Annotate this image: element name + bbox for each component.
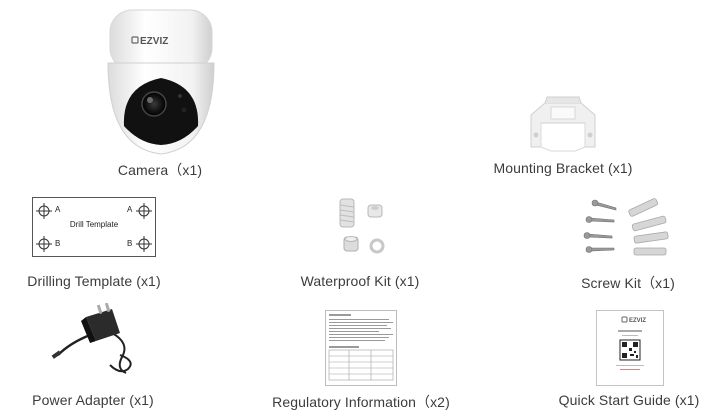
waterproof-kit-image: [332, 195, 392, 257]
template-title: Drill Template: [69, 220, 119, 229]
power-adapter-image: [50, 303, 140, 379]
screw-kit-caption: Screw Kit（x1): [581, 275, 675, 291]
power-adapter-caption: Power Adapter (x1): [32, 392, 154, 408]
corner-label-b-left: B: [55, 239, 61, 248]
drilling-template-caption: Drilling Template (x1): [27, 273, 161, 289]
bracket-caption: Mounting Bracket (x1): [493, 160, 633, 176]
guide-ezviz-logo: EZVIZ: [629, 318, 646, 324]
quick-start-caption: Quick Start Guide (x1): [558, 392, 700, 408]
corner-label-b-right: B: [127, 239, 133, 248]
screw-kit-image: [582, 190, 674, 262]
regulatory-caption: Regulatory Information（x2): [272, 394, 450, 410]
ptz-camera-image: EZVIZ: [102, 8, 220, 156]
mounting-bracket-image: [525, 95, 601, 153]
ezviz-logo: EZVIZ: [140, 36, 168, 47]
corner-label-a-right: A: [127, 205, 133, 214]
waterproof-kit-caption: Waterproof Kit (x1): [300, 273, 420, 289]
regulatory-document-image: [325, 310, 397, 386]
drilling-template-image: A A Drill Template B B: [32, 197, 156, 257]
quick-start-guide-image: EZVIZ: [596, 310, 664, 386]
corner-label-a-left: A: [55, 205, 61, 214]
camera-caption: Camera（x1): [117, 162, 203, 178]
